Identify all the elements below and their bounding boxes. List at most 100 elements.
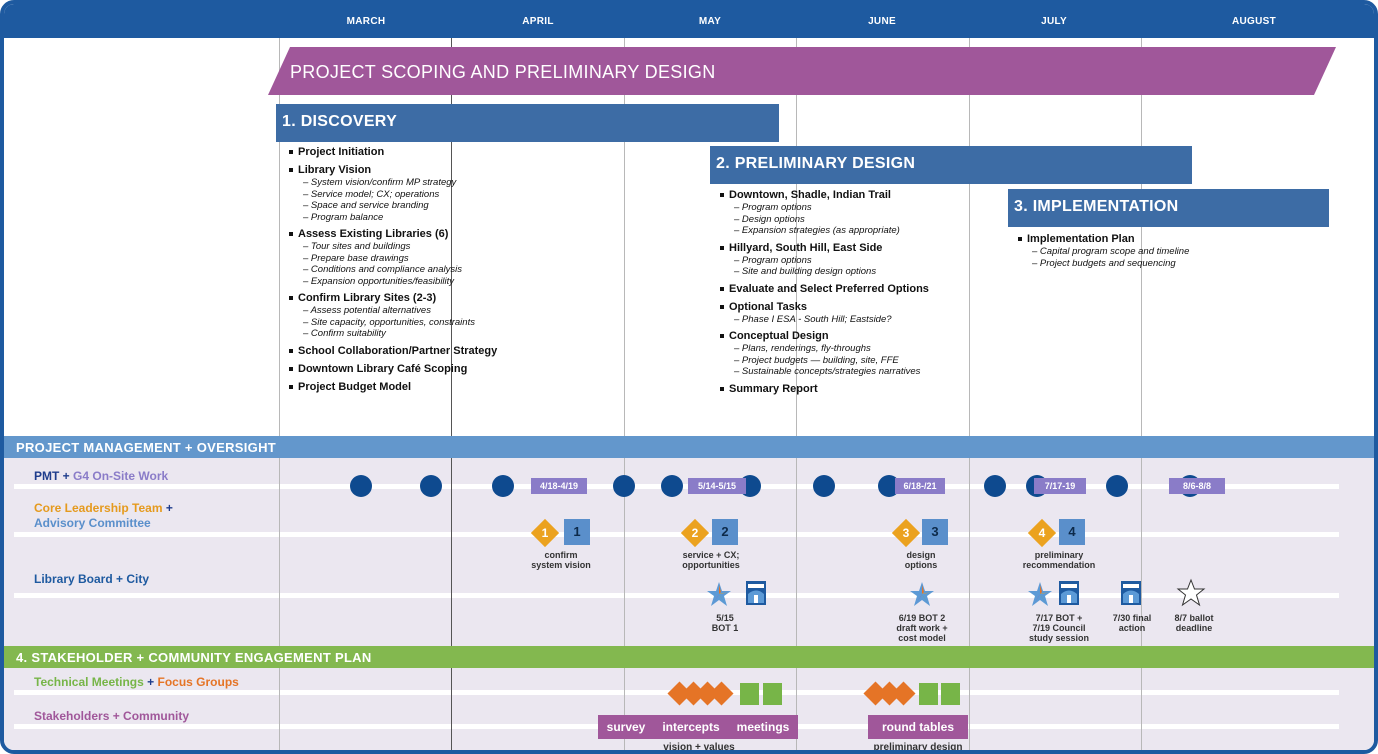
task-item: Optional Tasks <box>720 301 929 314</box>
pmt-label: PMT <box>34 469 60 483</box>
subtask-item: – Project budgets — building, site, FFE <box>734 354 899 366</box>
pmt-visit-dot <box>492 475 514 497</box>
task-item: Confirm Library Sites (2-3) <box>289 292 497 305</box>
task-item: Downtown Library Café Scoping <box>289 363 497 376</box>
task-item: Library Vision <box>289 164 497 177</box>
month-header-bar: MARCH APRIL MAY JUNE JULY AUGUST <box>4 4 1374 38</box>
subtask-item: – Sustainable concepts/strategies narrat… <box>734 366 921 377</box>
pmt-visit-dot <box>813 475 835 497</box>
task-item: School Collaboration/Partner Strategy <box>289 345 497 358</box>
bullet-icon <box>1018 237 1022 242</box>
city-hall-icon <box>746 581 766 605</box>
subtask-item: – Tour sites and buildings <box>303 241 411 252</box>
core-milestone-number: 2 <box>691 526 699 540</box>
subtask-item: – Program balance <box>303 211 384 223</box>
meetings-pill: meetings <box>728 715 798 739</box>
bullet-icon <box>720 245 724 250</box>
implementation-phase-box: 3. IMPLEMENTATION <box>1008 189 1329 227</box>
tech-lane-label: Technical Meetings + Focus Groups <box>34 675 239 690</box>
g4-date-badge: 4/18-4/19 <box>531 478 587 494</box>
task-label: Downtown, Shadle, Indian Trail <box>729 189 891 201</box>
task-item: Downtown, Shadle, Indian Trail <box>720 189 929 202</box>
preliminary-task-list: Downtown, Shadle, Indian Trail– Program … <box>720 189 929 396</box>
core-plus: + <box>162 501 173 515</box>
core-milestone-number: 3 <box>902 526 910 540</box>
milestone-caption: service + CX;opportunities <box>682 550 740 570</box>
pmt-visit-dot <box>661 475 683 497</box>
city-hall-icon <box>1059 581 1079 605</box>
task-item: Evaluate and Select Preferred Options <box>720 283 929 296</box>
subtask-item: – Design options <box>734 213 805 225</box>
task-item: Assess Existing Libraries (6) <box>289 228 497 241</box>
stake-lane-label: Stakeholders + Community <box>34 709 190 723</box>
board-lane-line <box>14 593 1339 598</box>
task-label: Summary Report <box>729 382 818 395</box>
month-june: JUNE <box>868 16 896 27</box>
subtask-item: – Expansion strategies (as appropriate) <box>734 225 900 236</box>
focus-group-square <box>763 683 782 705</box>
task-label: Project Initiation <box>298 146 385 158</box>
bullet-icon <box>720 193 724 198</box>
subtask-item: – System vision/confirm MP strategy <box>303 177 457 188</box>
bullet-icon <box>289 296 293 301</box>
advisory-milestone-square: 3 <box>922 519 948 545</box>
g4-label: G4 On-Site Work <box>73 469 169 483</box>
subtask-item: – Site and building design options <box>734 266 877 277</box>
pill-caption: preliminary design <box>873 742 963 753</box>
task-item: Hillyard, South Hill, East Side <box>720 242 929 255</box>
pmt-plus: + <box>59 469 74 483</box>
gridline-april <box>451 38 452 750</box>
gridline-june <box>796 38 797 750</box>
bullet-icon <box>289 384 293 389</box>
g4-date-badge: 6/18-/21 <box>895 478 945 494</box>
task-label: Hillyard, South Hill, East Side <box>729 241 883 254</box>
bullet-icon <box>289 150 293 155</box>
project-scoping-banner: PROJECT SCOPING AND PRELIMINARY DESIGN <box>268 47 1336 95</box>
intercepts-pill: intercepts <box>654 715 728 739</box>
bullet-icon <box>720 286 724 291</box>
subtask-item: – Confirm suitability <box>303 328 386 339</box>
subtask-item: – Program options <box>734 202 812 213</box>
task-item: Implementation Plan <box>1018 233 1189 246</box>
preliminary-title: 2. PRELIMINARY DESIGN <box>716 155 916 172</box>
month-april: APRIL <box>522 16 554 27</box>
subtask-item: – Service model; CX; operations <box>303 188 440 200</box>
focus-group-square <box>919 683 938 705</box>
gridline-august <box>1141 38 1142 750</box>
bullet-icon <box>720 386 724 391</box>
task-label: Project Budget Model <box>298 380 412 393</box>
pmt-visit-dot <box>984 475 1006 497</box>
task-label: Library Vision <box>298 164 372 176</box>
bullet-icon <box>289 232 293 237</box>
subtask-item: – Expansion opportunities/feasibility <box>303 275 455 287</box>
task-label: Optional Tasks <box>729 300 808 313</box>
subtask-item: – Site capacity, opportunities, constrai… <box>303 316 475 328</box>
focus-group-square <box>740 683 759 705</box>
core-lane-line <box>14 532 1339 537</box>
bullet-icon <box>289 348 293 353</box>
subtask-item: – Assess potential alternatives <box>303 305 431 316</box>
month-august: AUGUST <box>1231 16 1277 27</box>
task-label: Implementation Plan <box>1027 233 1135 245</box>
project-management-band: PROJECT MANAGEMENT + OVERSIGHT <box>4 436 1374 458</box>
bullet-icon <box>289 366 293 371</box>
core-team-label: Core Leadership Team <box>34 501 163 515</box>
subtask-item: – Space and service branding <box>303 200 429 211</box>
task-item: Summary Report <box>720 383 929 396</box>
advisory-milestone-square: 2 <box>712 519 738 545</box>
task-label: Confirm Library Sites (2-3) <box>298 292 437 304</box>
task-label: School Collaboration/Partner Strategy <box>298 344 498 357</box>
task-label: Conceptual Design <box>729 330 829 342</box>
advisory-milestone-square: 4 <box>1059 519 1085 545</box>
month-july: JULY <box>1041 16 1067 27</box>
task-item: Project Initiation <box>289 146 497 159</box>
gridline-july <box>969 38 970 750</box>
technical-meetings-label: Technical Meetings <box>34 675 144 689</box>
